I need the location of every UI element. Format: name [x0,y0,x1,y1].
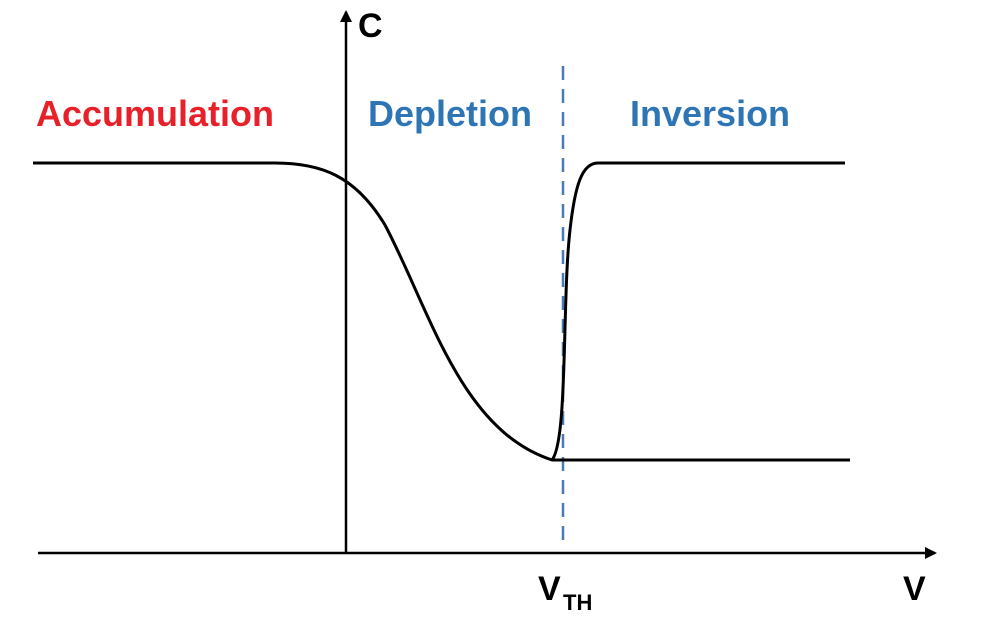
y-axis-label: C [358,7,383,45]
inversion-curve [550,161,845,461]
threshold-label: V TH [538,570,592,615]
region-depletion-label: Depletion [368,93,532,134]
threshold-label-sub: TH [563,590,592,615]
x-axis-label: V [903,570,926,608]
cv-curve [33,161,850,462]
threshold-label-main: V [538,570,561,608]
region-inversion-label: Inversion [630,93,790,134]
region-accumulation-label: Accumulation [36,93,274,134]
